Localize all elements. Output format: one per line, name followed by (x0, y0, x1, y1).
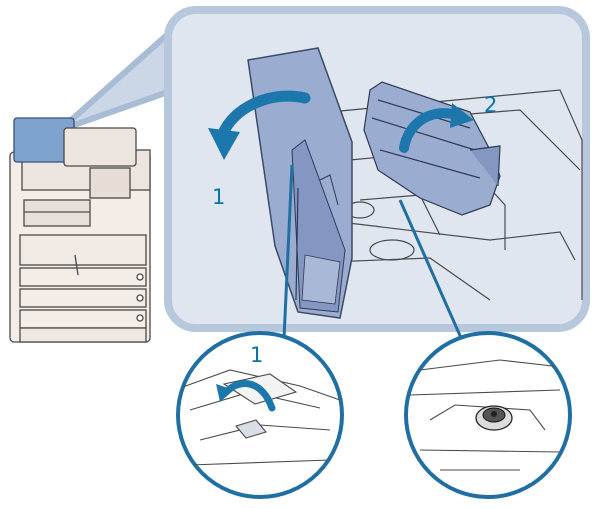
step-label-1: 1 (212, 185, 225, 209)
detail-step-label: 1 (250, 343, 263, 367)
zoom-panel (168, 10, 586, 328)
roller-icon (476, 406, 512, 430)
step-label-2: 2 (484, 93, 497, 117)
detail-circle-lever: 1 (178, 333, 342, 497)
copier-machine-icon (10, 118, 150, 342)
detail-circle-roller (406, 333, 570, 497)
